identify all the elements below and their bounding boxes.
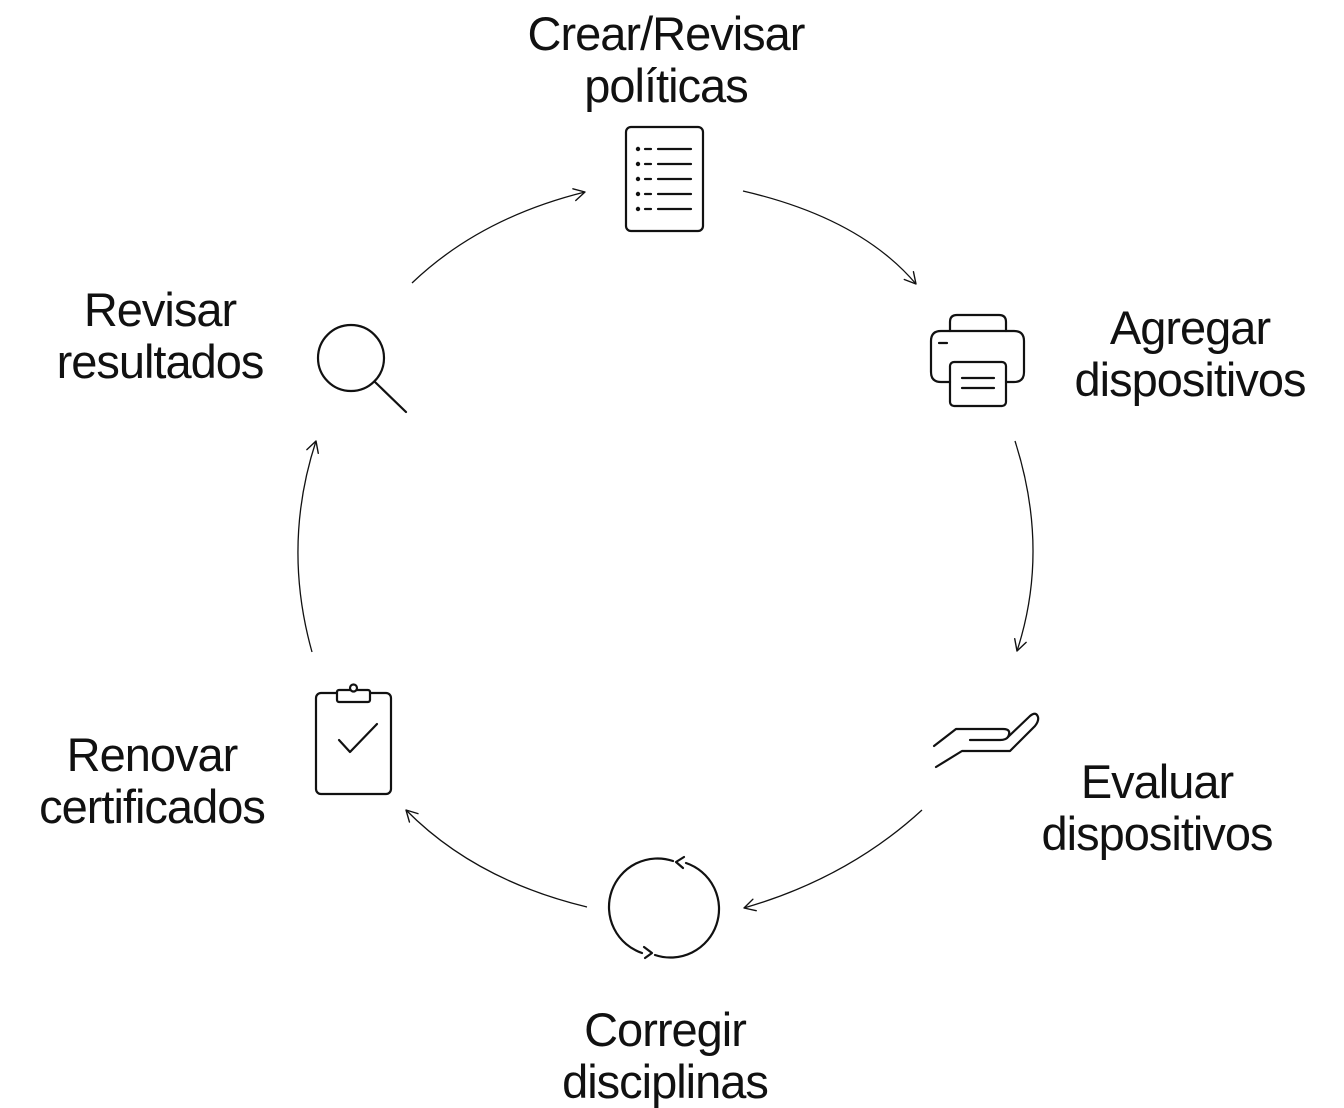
- arrow-agregar-to-evaluar: [1014, 440, 1034, 652]
- step-label-renovar: Renovar certificados: [6, 729, 298, 833]
- step-label-corregir: Corregir disciplinas: [500, 1004, 830, 1108]
- step-label-agregar-line2: dispositivos: [1074, 353, 1307, 406]
- clipboard-check-icon: [314, 683, 393, 796]
- refresh-cycle-icon: [607, 855, 721, 960]
- magnifier-icon: [316, 323, 408, 414]
- arrow-renovar-to-revisar: [297, 440, 319, 653]
- printer-icon: [929, 313, 1026, 408]
- open-hand-icon: [932, 712, 1040, 769]
- step-label-renovar-line2: certificados: [39, 780, 266, 833]
- step-label-evaluar: Evaluar dispositivos: [1010, 756, 1304, 860]
- step-label-revisar-line2: resultados: [56, 335, 265, 388]
- arrow-corregir-to-renovar: [405, 809, 588, 908]
- step-label-evaluar-line1: Evaluar: [1080, 755, 1234, 808]
- step-label-agregar: Agregar dispositivos: [1042, 302, 1338, 406]
- arrow-evaluar-to-corregir: [743, 809, 923, 912]
- step-label-corregir-line1: Corregir: [584, 1003, 747, 1056]
- step-label-crear-line1: Crear/Revisar: [527, 7, 806, 60]
- step-label-evaluar-line2: dispositivos: [1041, 807, 1274, 860]
- step-label-corregir-line2: disciplinas: [562, 1055, 769, 1108]
- checklist-document-icon: [624, 125, 705, 233]
- step-label-agregar-line1: Agregar: [1109, 301, 1271, 354]
- step-label-revisar: Revisar resultados: [22, 284, 298, 388]
- step-label-crear-line2: políticas: [584, 59, 748, 112]
- arrow-revisar-to-crear: [411, 188, 586, 284]
- step-label-revisar-line1: Revisar: [83, 283, 237, 336]
- step-label-renovar-line1: Renovar: [66, 728, 239, 781]
- step-label-crear: Crear/Revisar políticas: [466, 8, 866, 112]
- arrow-crear-to-agregar: [742, 190, 917, 285]
